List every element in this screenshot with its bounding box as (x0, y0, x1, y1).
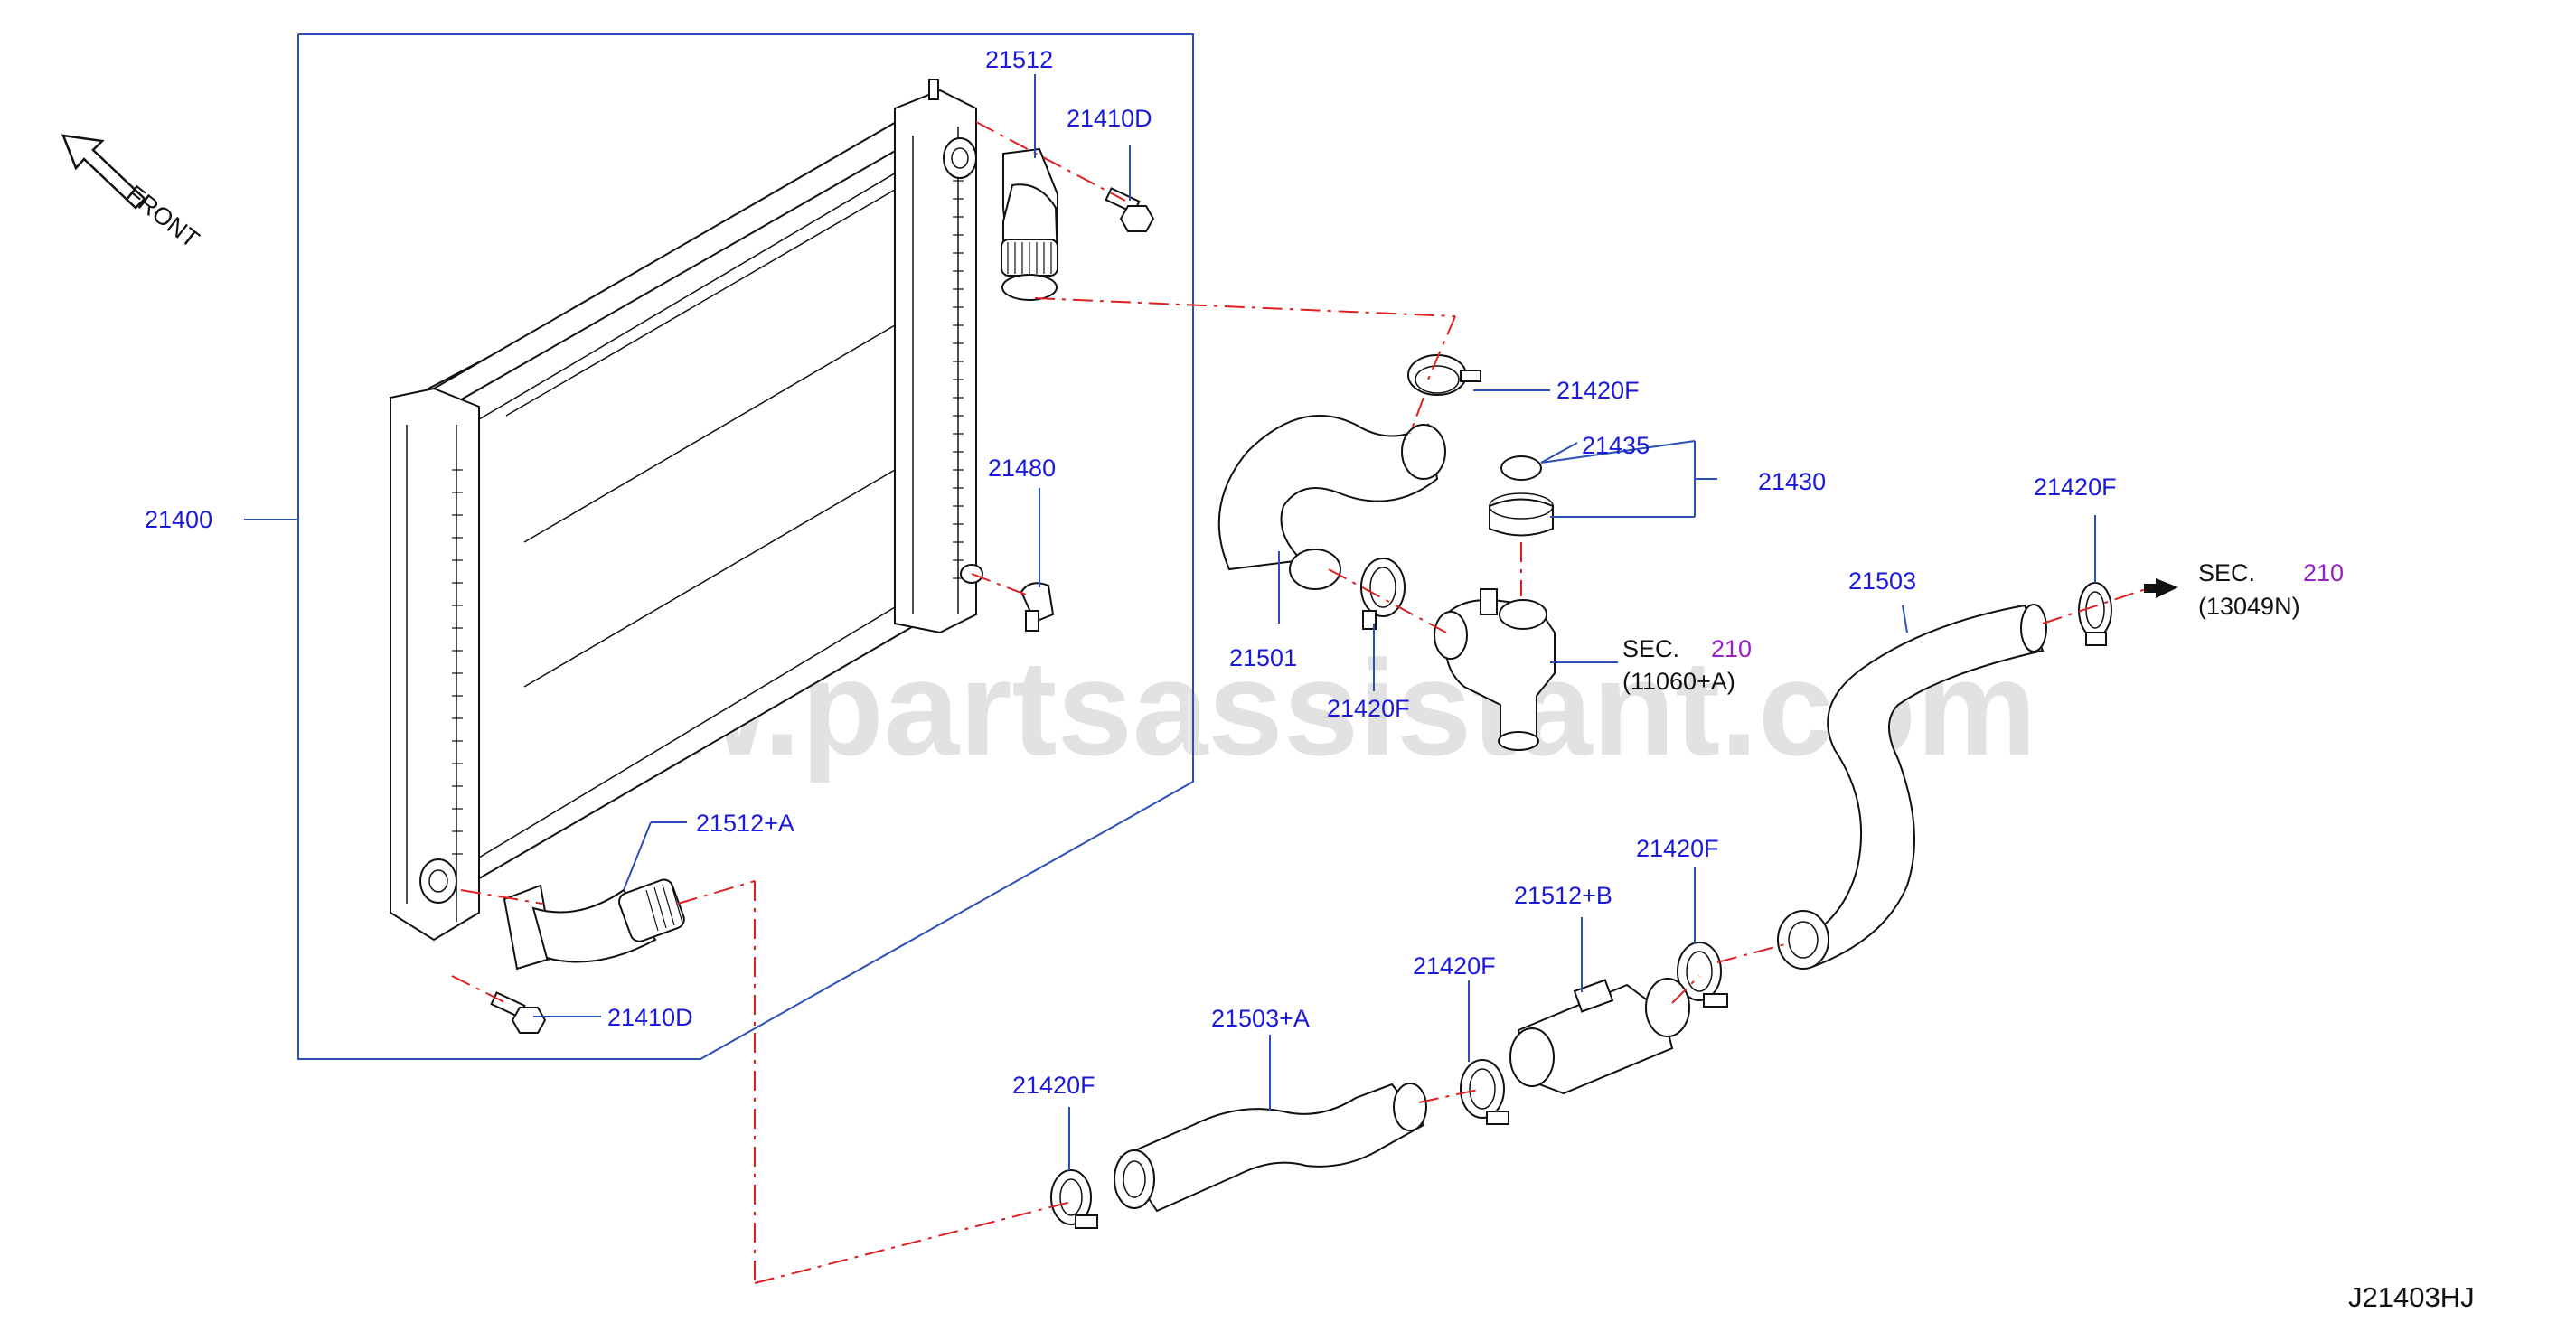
flow-lines (451, 121, 2152, 1284)
hose-21501 (1217, 415, 1446, 590)
label-21400: 21400 (145, 506, 212, 533)
pipe-21512A (503, 878, 685, 971)
label-21435: 21435 (1582, 432, 1650, 459)
label-21503A: 21503+A (1211, 1005, 1310, 1032)
label-21501: 21501 (1229, 644, 1297, 671)
label-21420F-2: 21420F (1327, 695, 1410, 722)
cap-21430 (1489, 492, 1554, 537)
clamp-21420F-top (1407, 354, 1481, 396)
label-21512A: 21512+A (696, 810, 794, 837)
clamp-21420F-mid (1360, 558, 1406, 630)
clip-21480 (1020, 582, 1055, 632)
clamp-21420F-lower-mid (1460, 1059, 1509, 1125)
radiator (390, 79, 983, 942)
hose-21503 (1777, 604, 2047, 970)
clamp-21420F-bottom-left (1050, 1169, 1098, 1229)
seal-21435 (1500, 455, 1542, 481)
front-label: FRONT (121, 180, 204, 253)
label-21420F-4: 21420F (1636, 835, 1719, 862)
label-21420F-1: 21420F (1556, 377, 1640, 404)
leader-lines (244, 74, 2096, 1170)
label-21503: 21503 (1848, 567, 1916, 595)
label-21512: 21512 (985, 46, 1053, 73)
label-21410D-top: 21410D (1067, 105, 1152, 132)
label-21430: 21430 (1758, 468, 1826, 495)
pipe-21512 (1001, 147, 1059, 301)
sec2-prefix: SEC. (2198, 559, 2255, 586)
bolt-21410D-bottom (490, 991, 547, 1034)
sec1-number: 210 (1711, 635, 1752, 662)
sec1-prefix: SEC. (1622, 635, 1679, 662)
label-21512B: 21512+B (1514, 882, 1612, 909)
diagram-code: J21403HJ (2348, 1281, 2475, 1313)
label-21420F-3: 21420F (2034, 474, 2117, 501)
hose-21503A (1114, 1083, 1427, 1213)
thermostat-housing (1434, 588, 1556, 751)
clamp-21420F-lower-right (1677, 942, 1728, 1008)
sec2-code: (13049N) (2198, 593, 2300, 620)
label-21420F-5: 21420F (1413, 952, 1496, 980)
sec1-code: (11060+A) (1622, 668, 1735, 695)
label-21420F-6: 21420F (1012, 1072, 1095, 1099)
arrow-icon (2144, 578, 2178, 598)
label-21480: 21480 (988, 455, 1056, 482)
front-arrow-icon (61, 134, 146, 210)
sec2-number: 210 (2303, 559, 2344, 586)
radiator-group-frame (297, 33, 1194, 1060)
connector-21512B (1509, 978, 1690, 1095)
label-21410D-bottom: 21410D (607, 1004, 693, 1031)
clamp-21420F-right (2078, 582, 2112, 646)
